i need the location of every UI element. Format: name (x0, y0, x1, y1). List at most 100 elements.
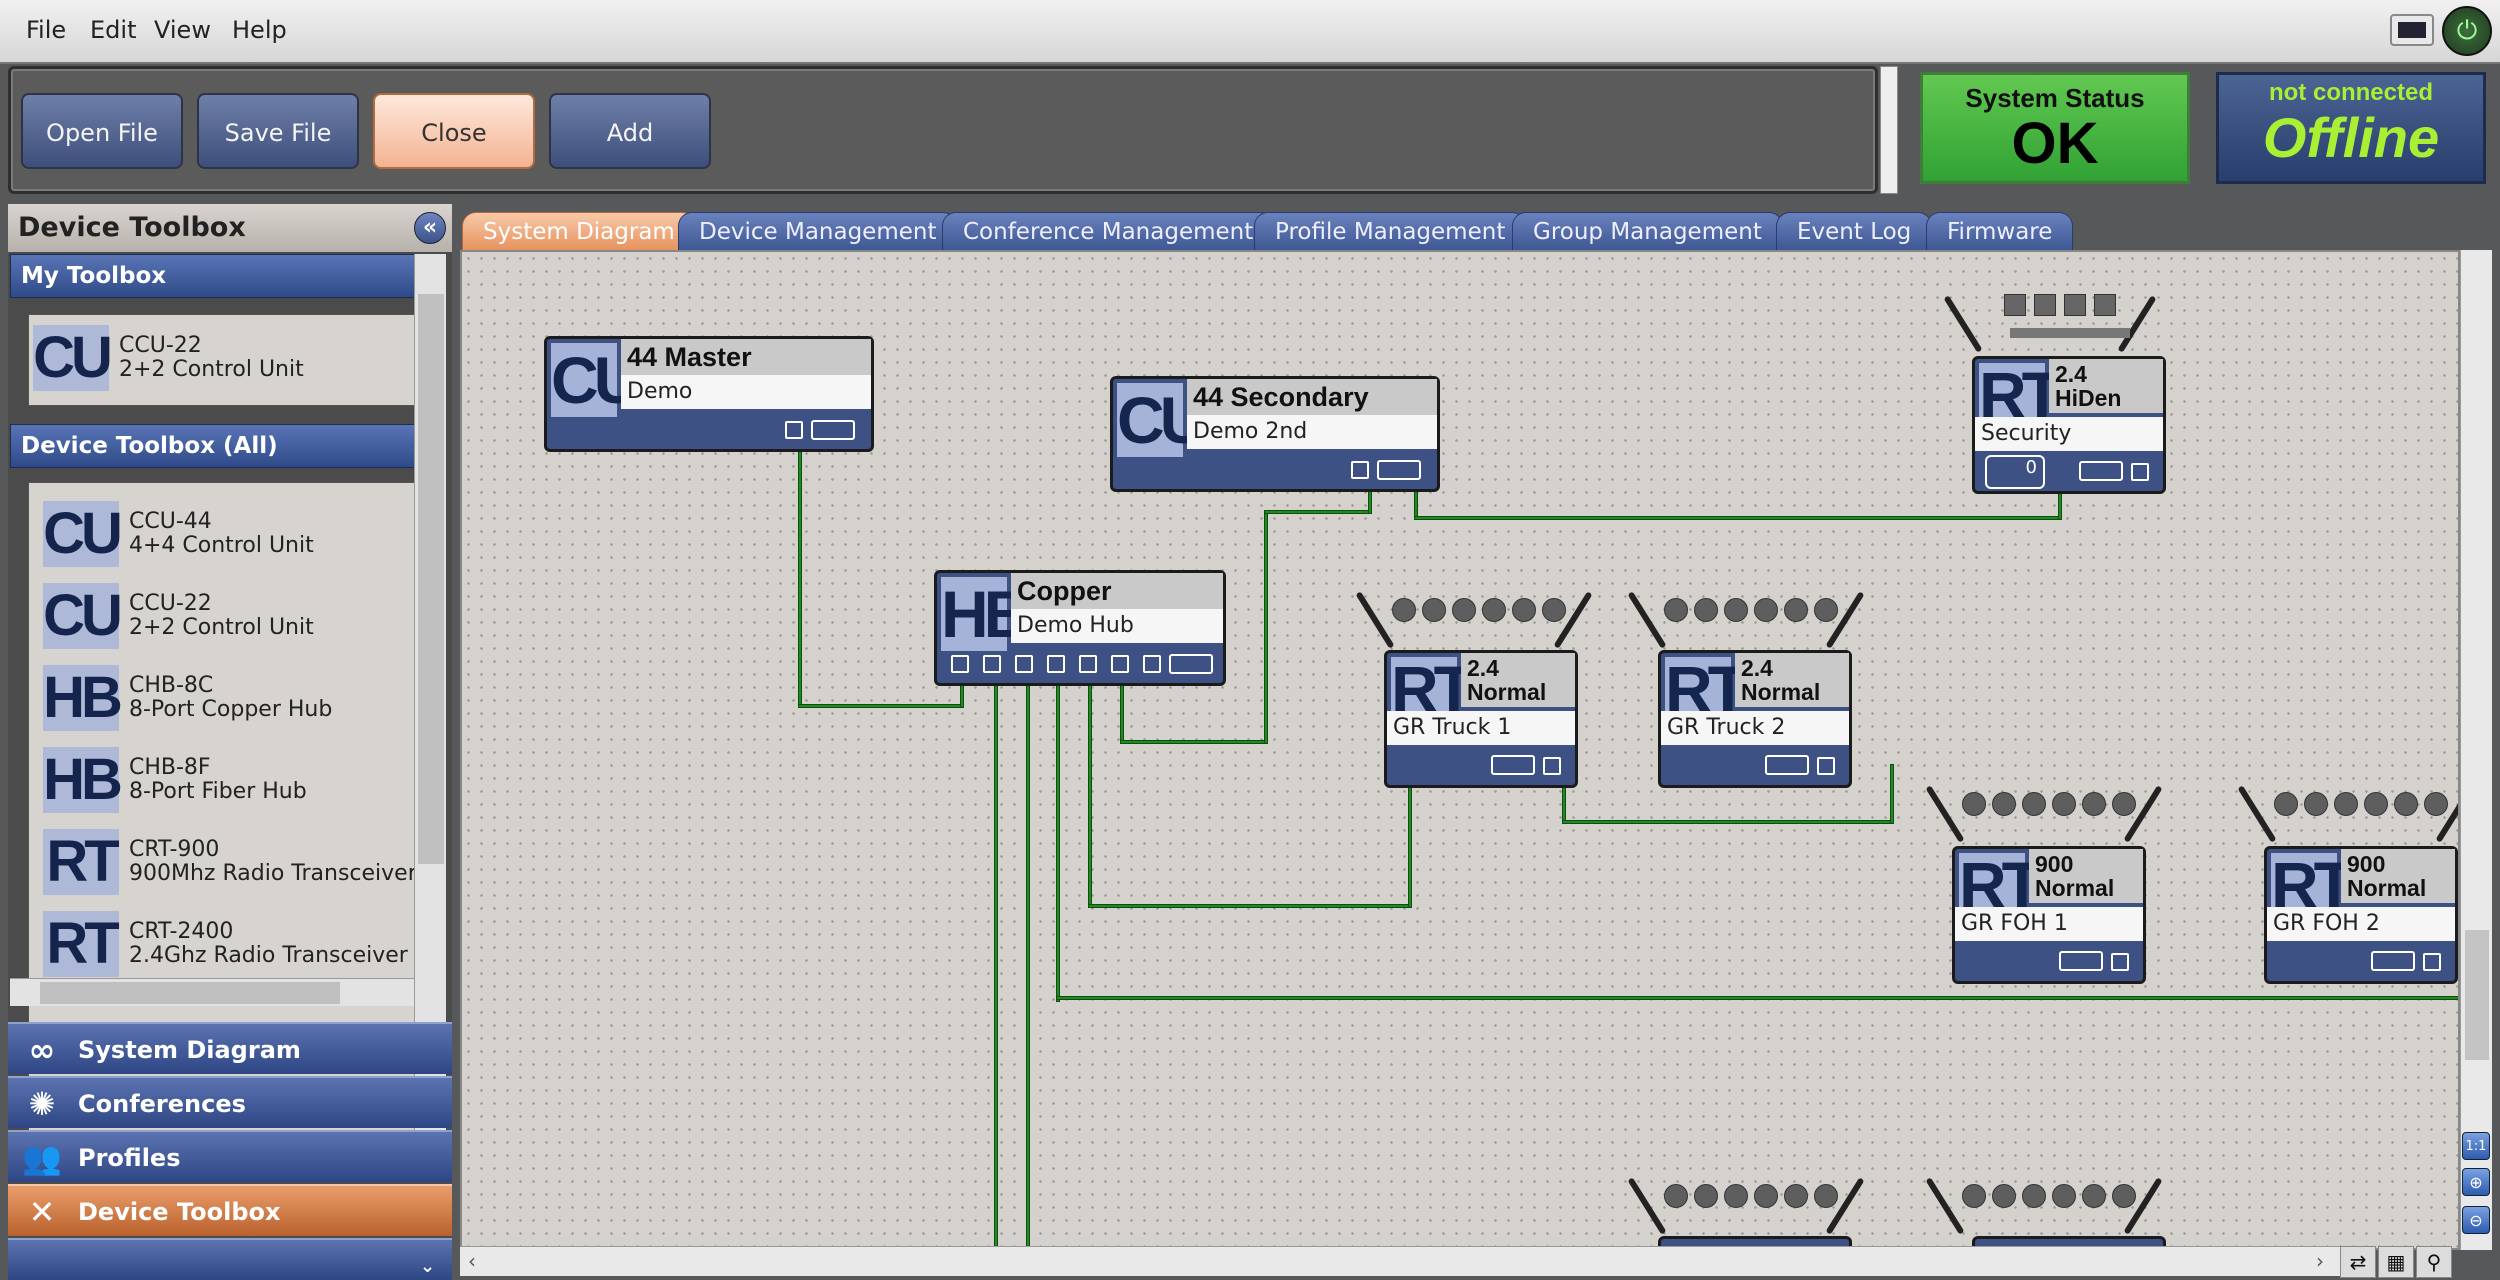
all-toolbox-header[interactable]: Device Toolbox (All) (10, 424, 420, 468)
port-icon[interactable] (1111, 655, 1129, 673)
nav-profiles[interactable]: 👥 Profiles (8, 1130, 452, 1182)
device-subtitle: GR Truck 2 (1661, 711, 1849, 745)
device-node-hiden[interactable]: RT 2.4 HiDen Security 0 (1972, 356, 2166, 494)
connection-wire (1026, 662, 1030, 1248)
port-icon[interactable] (1351, 461, 1369, 479)
device-node-partial[interactable] (1658, 1236, 1852, 1248)
port-icon[interactable] (1047, 655, 1065, 673)
scroll-thumb[interactable] (2465, 930, 2489, 1060)
scroll-right-icon[interactable]: › (2316, 1249, 2324, 1273)
connection-wire (798, 704, 962, 708)
fiber-port-icon[interactable] (811, 420, 855, 440)
window-mode-icon[interactable] (2390, 14, 2434, 46)
my-toolbox-header[interactable]: My Toolbox (10, 254, 420, 298)
system-status-panel: System Status OK (1920, 72, 2190, 184)
port-icon[interactable] (1143, 655, 1161, 673)
tab-system-diagram[interactable]: System Diagram (462, 212, 696, 250)
connection-wire (1056, 996, 2458, 1000)
tab-conference-management[interactable]: Conference Management (942, 212, 1275, 250)
scroll-left-icon[interactable]: ‹ (468, 1249, 476, 1273)
save-file-button[interactable]: Save File (197, 93, 359, 169)
connection-wire (1264, 510, 1268, 744)
system-diagram-canvas[interactable]: CU 44 Master Demo CU 44 Secondary Demo 2… (460, 250, 2460, 1250)
connection-wire (1414, 516, 2060, 520)
port-icon[interactable] (785, 421, 803, 439)
fiber-port-icon[interactable] (2371, 951, 2415, 971)
beltpack-count-icon: 0 (1985, 455, 2045, 489)
nav-more[interactable]: ⌄ (8, 1238, 452, 1280)
toolbox-vertical-scrollbar[interactable] (414, 254, 446, 1178)
tab-firmware[interactable]: Firmware (1926, 212, 2074, 250)
device-title: 2.4 Normal (1461, 653, 1575, 707)
menu-file[interactable]: File (26, 16, 67, 44)
antenna-icon (1925, 785, 1965, 843)
scroll-thumb[interactable] (418, 294, 444, 864)
antenna-icon (2237, 785, 2277, 843)
layout-tool-icon[interactable]: ⇄ (2340, 1246, 2376, 1278)
port-icon[interactable] (1015, 655, 1033, 673)
fiber-port-icon[interactable] (2059, 951, 2103, 971)
device-node-foh1[interactable]: RT 900 Normal GR FOH 1 (1952, 846, 2146, 984)
device-node-hub[interactable]: HB Copper Demo Hub (934, 570, 1226, 686)
tab-group-management[interactable]: Group Management (1512, 212, 1783, 250)
diagram-vertical-scrollbar[interactable] (2460, 250, 2492, 1250)
device-node-truck1[interactable]: RT 2.4 Normal GR Truck 1 (1384, 650, 1578, 788)
device-node-partial[interactable] (1972, 1236, 2166, 1248)
device-mode: Normal (2035, 875, 2115, 901)
fiber-port-icon[interactable] (1765, 755, 1809, 775)
nav-system-diagram[interactable]: ∞ System Diagram (8, 1022, 452, 1074)
menu-help[interactable]: Help (232, 16, 287, 44)
nav-conferences[interactable]: ✺ Conferences (8, 1076, 452, 1128)
port-icon[interactable] (2131, 463, 2149, 481)
grid-toggle-icon[interactable]: ▦ (2378, 1246, 2414, 1278)
port-icon[interactable] (1543, 757, 1561, 775)
beltpack-dots (2274, 792, 2448, 816)
nav-device-toolbox[interactable]: ✕ Device Toolbox (8, 1184, 452, 1236)
port-icon[interactable] (2111, 953, 2129, 971)
port-icon[interactable] (1817, 757, 1835, 775)
add-button[interactable]: Add (549, 93, 711, 169)
connection-wire (1056, 662, 1060, 1002)
toolbox-horizontal-scrollbar[interactable] (10, 978, 414, 1006)
panel-title: Device Toolbox « (8, 204, 452, 252)
device-node-foh2[interactable]: RT 900 Normal GR FOH 2 (2264, 846, 2458, 984)
zoom-in-icon[interactable]: ⊕ (2462, 1168, 2490, 1196)
tab-profile-management[interactable]: Profile Management (1254, 212, 1527, 250)
beltpack-dots (1664, 598, 1838, 622)
zoom-out-icon[interactable]: ⊖ (2462, 1206, 2490, 1234)
open-file-button[interactable]: Open File (21, 93, 183, 169)
device-badge: HB (43, 665, 123, 731)
device-title: 44 Master (621, 339, 871, 375)
fiber-port-icon[interactable] (1491, 755, 1535, 775)
menu-edit[interactable]: Edit (90, 16, 137, 44)
port-icon[interactable] (2423, 953, 2441, 971)
port-icon[interactable] (983, 655, 1001, 673)
device-badge: RT (43, 911, 120, 977)
device-node-truck2[interactable]: RT 2.4 Normal GR Truck 2 (1658, 650, 1852, 788)
port-icon[interactable] (1079, 655, 1097, 673)
toolbar-scrollbar[interactable] (1880, 66, 1898, 194)
auto-arrange-icon[interactable]: ⚲ (2416, 1246, 2452, 1278)
device-node-secondary[interactable]: CU 44 Secondary Demo 2nd (1110, 376, 1440, 492)
fiber-port-icon[interactable] (2079, 461, 2123, 481)
device-type-badge: CU (1117, 383, 1207, 457)
close-button[interactable]: Close (373, 93, 535, 169)
port-icon[interactable] (951, 655, 969, 673)
fiber-port-icon[interactable] (1377, 460, 1421, 480)
system-status-value: OK (2011, 111, 2099, 176)
fiber-port-icon[interactable] (1169, 654, 1213, 674)
scroll-thumb[interactable] (40, 982, 340, 1004)
zoom-reset-button[interactable]: 1:1 (2462, 1132, 2490, 1160)
device-badge: CU (33, 325, 113, 391)
menu-view[interactable]: View (154, 16, 211, 44)
power-icon[interactable]: ⏻ (2442, 6, 2492, 56)
device-node-master[interactable]: CU 44 Master Demo (544, 336, 874, 452)
device-subtitle: Demo 2nd (1187, 415, 1437, 449)
device-type-badge: CU (551, 343, 641, 417)
device-band: 900 (2347, 851, 2386, 877)
tab-device-management[interactable]: Device Management (678, 212, 958, 250)
collapse-panel-icon[interactable]: « (414, 212, 446, 244)
beltpack-dots (1392, 598, 1566, 622)
tab-event-log[interactable]: Event Log (1776, 212, 1933, 250)
diagram-horizontal-scrollbar[interactable]: ‹ › (460, 1246, 2340, 1276)
